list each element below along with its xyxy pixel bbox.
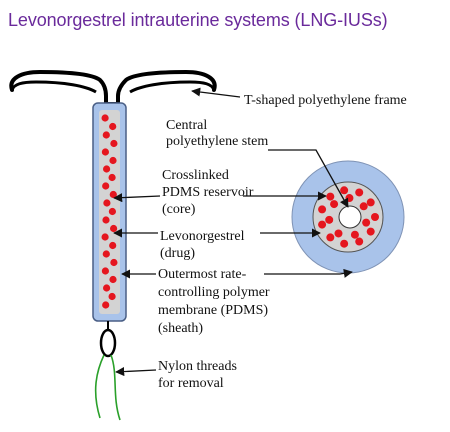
drug-dot [108,173,116,182]
drug-dot [108,292,116,301]
svg-text:Outermost rate-: Outermost rate- [158,267,247,282]
svg-text:T-shaped polyethylene frame: T-shaped polyethylene frame [244,93,407,108]
svg-text:(core): (core) [162,202,196,217]
label-core: Crosslinked PDMS reservoir (core) [162,168,254,217]
nylon-thread-left [94,354,105,419]
svg-text:for removal: for removal [158,376,224,391]
drug-dot [326,233,335,242]
drug-dot [340,186,349,195]
drug-dot [366,227,375,236]
leader-arrows [113,87,353,377]
arrow-sheath-cs [264,268,353,278]
drug-dot [103,199,111,207]
svg-text:polyethylene stem: polyethylene stem [166,134,268,149]
label-frame: T-shaped polyethylene frame [244,93,407,108]
svg-text:PDMS reservoir: PDMS reservoir [162,185,254,200]
drug-dot [355,188,364,197]
drug-dot [101,114,109,122]
drug-dot [101,267,109,275]
label-sheath: Outermost rate- controlling polymer memb… [158,267,270,336]
arrow-frame [191,87,241,98]
drug-dot [109,275,117,284]
drug-dot [109,241,117,250]
drug-dot [366,198,375,207]
drug-dot [330,200,339,209]
drug-dot [362,218,371,227]
drug-dot [371,213,379,221]
drug-dot [102,182,110,190]
drug-dot [103,165,111,173]
label-stem: Central polyethylene stem [166,118,268,149]
nylon-thread-right [110,354,121,421]
drug-dot [334,229,343,238]
arrow-threads [115,367,157,377]
drug-dot [102,131,110,139]
drug-dot [103,284,111,292]
drug-dot [102,301,110,309]
drug-dot [110,224,118,233]
drug-dot [359,202,368,211]
drug-dot [350,230,359,239]
drug-dot [108,207,116,216]
drug-dot [325,215,334,224]
svg-text:Nylon threads: Nylon threads [158,359,237,374]
drug-dot [101,233,109,241]
cross-section-stem [338,205,362,229]
drug-dot [345,194,354,203]
drug-dot [340,239,349,248]
arrow-core-stem [113,193,161,203]
svg-text:Crosslinked: Crosslinked [162,168,229,183]
drug-dot [109,156,117,165]
drug-dot [102,216,110,224]
t-frame [9,70,217,106]
drug-dot [355,237,364,246]
svg-text:Central: Central [166,118,207,133]
arrow-stem [268,149,349,208]
svg-text:controlling polymer: controlling polymer [158,285,270,300]
svg-text:membrane (PDMS): membrane (PDMS) [158,303,268,318]
drug-dot [102,250,110,258]
drug-dot [110,139,118,148]
drug-dot [109,122,117,131]
svg-text:(sheath): (sheath) [158,321,203,336]
label-threads: Nylon threads for removal [158,359,237,391]
drug-dot [109,190,117,199]
drug-dot [101,148,109,156]
diagram-title: Levonorgestrel intrauterine systems (LNG… [8,10,388,30]
drug-dot [326,192,335,201]
label-drug: Levonorgestrel (drug) [160,229,245,261]
thread-knot [99,328,117,358]
drug-dot [110,258,118,267]
drug-dot [318,220,327,229]
svg-text:(drug): (drug) [160,246,195,261]
svg-text:Levonorgestrel: Levonorgestrel [160,229,245,244]
drug-dot [318,205,327,214]
